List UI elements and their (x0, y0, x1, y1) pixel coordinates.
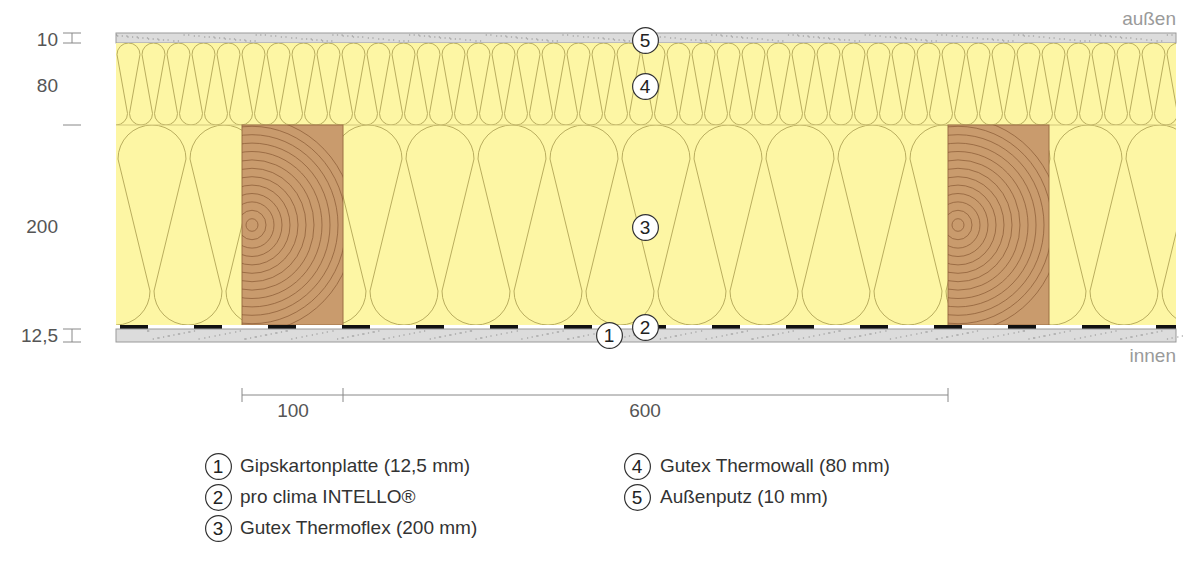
callout-number: 4 (632, 73, 659, 100)
circle-shape (596, 322, 622, 348)
callout-number: 2 (632, 314, 659, 341)
callout-circle: 3 (205, 515, 232, 542)
callout-circle: 1 (205, 453, 232, 480)
callout-circle: 2 (632, 314, 659, 341)
callout-circle: 3 (632, 214, 659, 241)
plaster-texture (116, 35, 1184, 339)
circle-shape (632, 214, 658, 240)
callout-number: 3 (205, 515, 232, 542)
insulation-hatch (116, 125, 1176, 325)
wood-grain (948, 125, 1049, 325)
dim-label: 80 (37, 76, 58, 97)
callout-circle: 2 (205, 484, 232, 511)
callout-number: 2 (205, 484, 232, 511)
side-label: außen (1122, 9, 1176, 30)
callout-number: 5 (624, 484, 651, 511)
circle-shape (632, 27, 658, 53)
callout-circle: 4 (624, 453, 651, 480)
circle-shape (205, 484, 231, 510)
circle-shape (632, 314, 658, 340)
side-label: innen (1130, 346, 1177, 367)
circle-shape (624, 484, 650, 510)
callout-number: 4 (624, 453, 651, 480)
callout-number: 1 (205, 453, 232, 480)
wood-grain (242, 125, 343, 325)
circle-shape (624, 453, 650, 479)
callout-number: 3 (632, 214, 659, 241)
dim-label: 12,5 (21, 326, 58, 347)
dimension-lines (63, 33, 948, 402)
dim-label: 600 (629, 401, 661, 422)
legend-text: pro clima INTELLO® (240, 487, 416, 508)
legend-text: Außenputz (10 mm) (660, 487, 828, 508)
callout-circle: 5 (624, 484, 651, 511)
legend-text: Gipskartonplatte (12,5 mm) (240, 456, 470, 477)
legend-text: Gutex Thermoflex (200 mm) (240, 518, 477, 539)
thermoflex-insulation (116, 125, 1176, 325)
circle-shape (205, 515, 231, 541)
callout-circle: 5 (632, 27, 659, 54)
callout-circle: 4 (632, 73, 659, 100)
legend-text: Gutex Thermowall (80 mm) (660, 456, 890, 477)
dim-label: 100 (277, 401, 309, 422)
insulation-hatch (116, 43, 1176, 125)
callout-number: 5 (632, 27, 659, 54)
callout-circle: 1 (596, 322, 623, 349)
dim-label: 200 (26, 217, 58, 238)
circle-shape (632, 73, 658, 99)
circle-shape (205, 453, 231, 479)
dim-label: 10 (37, 30, 58, 51)
callout-number: 1 (596, 322, 623, 349)
